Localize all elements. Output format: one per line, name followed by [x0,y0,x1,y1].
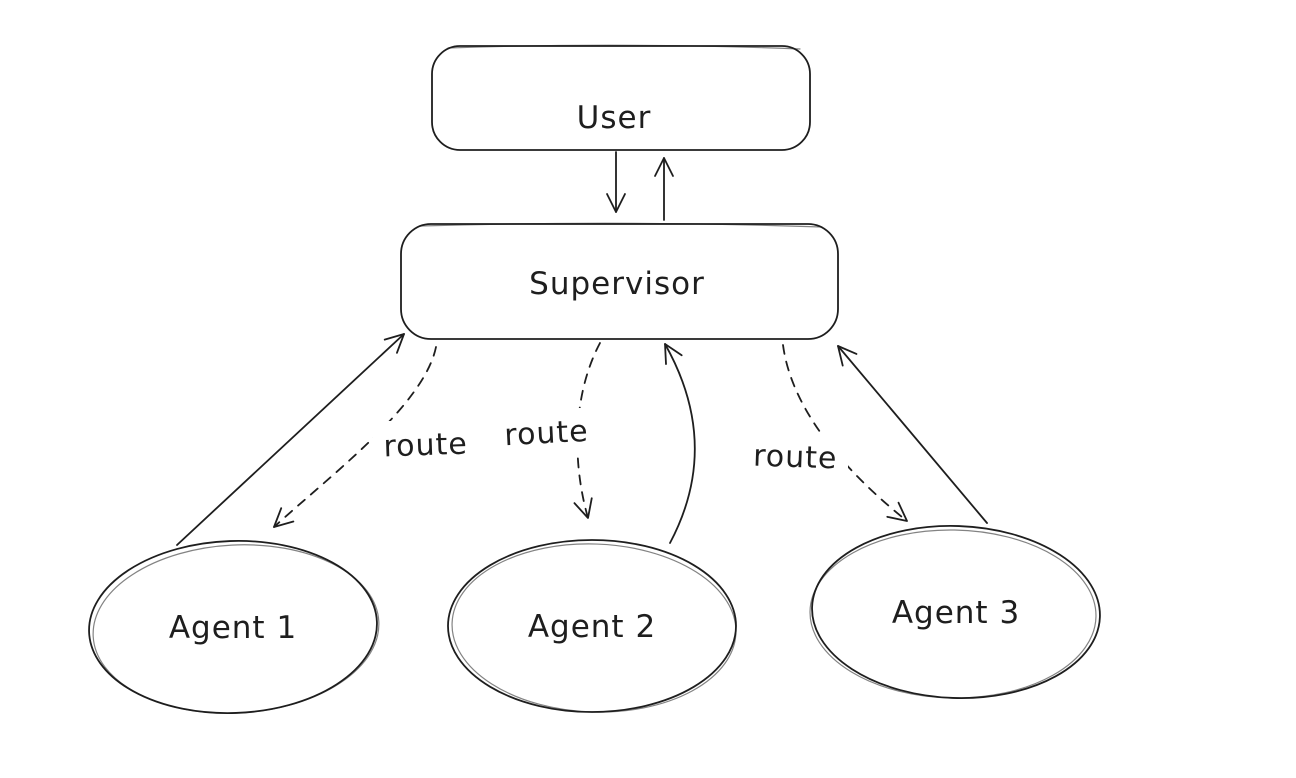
user-label: User [577,100,652,136]
route-label: route [753,439,838,477]
edge-label-bg [373,421,479,465]
edge-label-route-agent3: route [742,432,848,476]
agent1-label: Agent 1 [169,610,297,646]
supervisor-box [400,223,839,340]
edge-label-bg [742,432,848,476]
agent1-ellipse-sketch [92,544,380,714]
edge-agent1-to-supervisor [176,333,405,546]
edge-label-route-agent2: route [494,408,600,453]
edge-agent3-to-supervisor [837,345,988,524]
supervisor-box-sketch-line [419,222,823,228]
agent3-label: Agent 3 [892,595,1020,631]
node-user: User [431,44,811,151]
node-agent3: Agent 3 [809,525,1101,699]
agent2-label: Agent 2 [528,609,656,645]
route-label: route [383,427,468,465]
node-supervisor: Supervisor [400,222,839,340]
node-agent1: Agent 1 [88,540,380,714]
route-label: route [504,414,590,453]
supervisor-label: Supervisor [529,266,705,302]
edge-supervisor-to-agent3-route [782,344,908,522]
edge-label-bg [494,408,600,452]
agent3-ellipse-sketch [809,529,1097,699]
edge-supervisor-to-agent1-route [273,346,437,528]
node-agent2: Agent 2 [447,539,737,713]
agent2-ellipse-sketch [451,543,737,713]
user-box [431,45,811,151]
edge-label-route-agent1: route [373,421,479,465]
edge-agent2-to-supervisor [664,343,696,544]
user-box-sketch-line [447,44,801,50]
